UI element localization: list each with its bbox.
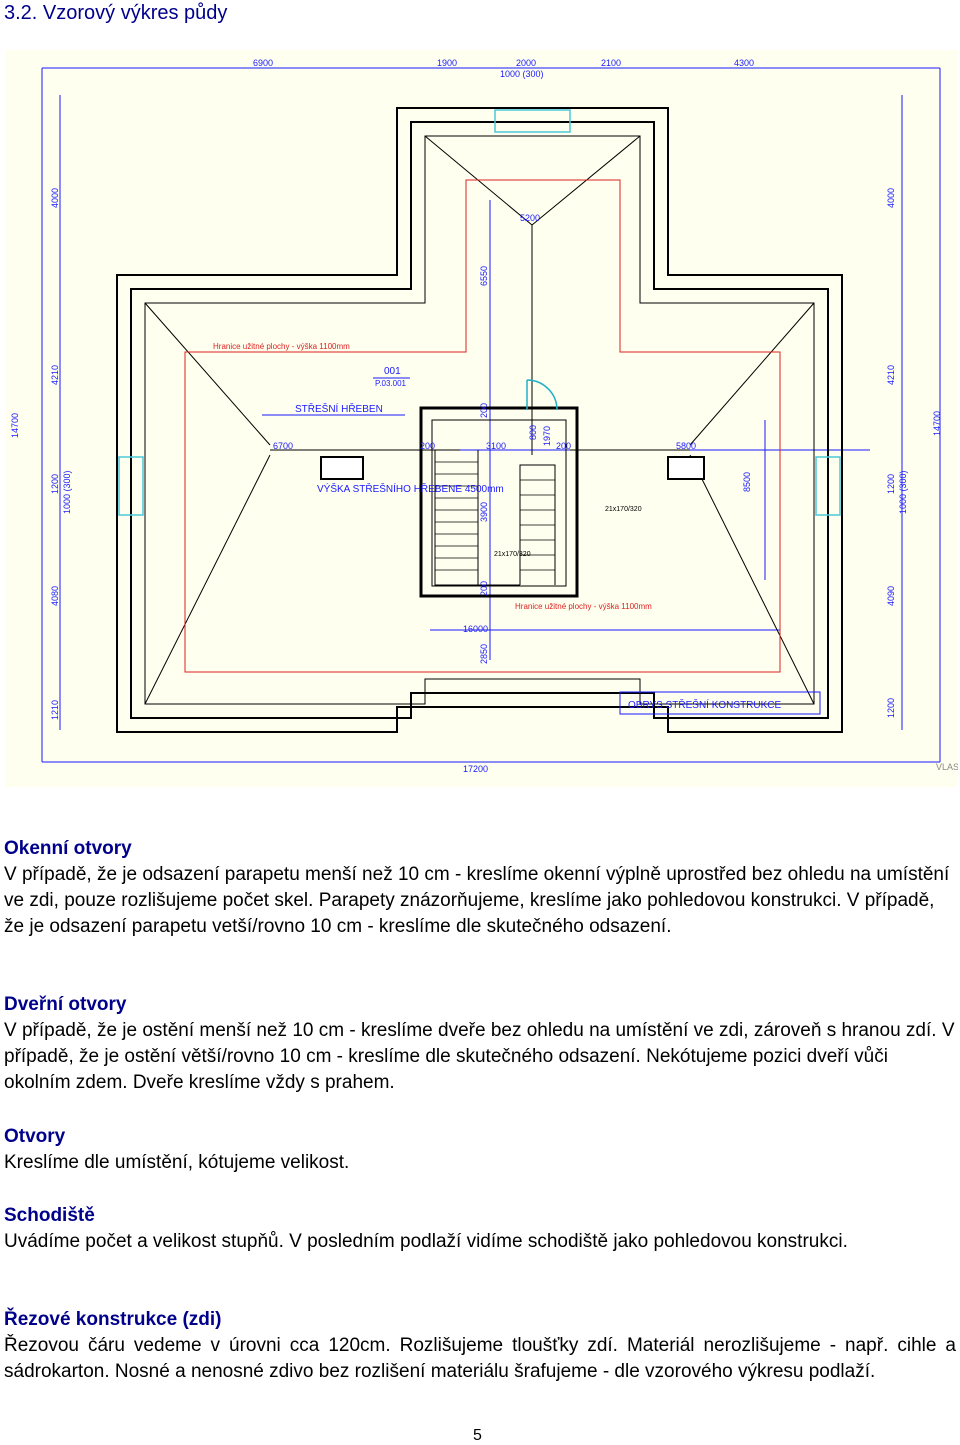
dim-2850: 2850: [479, 644, 489, 664]
right-dim-6: 4090: [886, 586, 896, 606]
top-dim-4: 1000 (300): [500, 69, 544, 79]
dim-200-d: 200: [479, 581, 489, 596]
top-dim-3: 2000: [516, 58, 536, 68]
section-title: Otvory: [4, 1126, 66, 1147]
dim-6550: 6550: [479, 266, 489, 286]
usable-area-label-top: Hranice užitné plochy - výška 1100mm: [213, 342, 350, 351]
dim-200-a: 200: [420, 441, 435, 451]
right-dim-7: 1200: [886, 698, 896, 718]
left-dim-6: 4080: [50, 586, 60, 606]
door-ref: P.03.001: [375, 379, 407, 388]
usable-area-label-bottom: Hranice užitné plochy - výška 1100mm: [515, 602, 652, 611]
top-dim-6: 4300: [734, 58, 754, 68]
section-title: Řezové konstrukce (zdi): [4, 1309, 222, 1330]
page-heading: 3.2. Vzorový výkres půdy: [4, 2, 228, 24]
stairs-label-2: 21x170/320: [494, 551, 531, 558]
dim-6700: 6700: [273, 441, 293, 451]
section-window-openings: Okenní otvory V případě, že je odsazení …: [4, 836, 956, 940]
ridge-height-label: VÝŠKA STŘEŠNÍHO HŘEBENE 4500mm: [317, 482, 504, 495]
section-door-openings: Dveřní otvory V případě, že je ostění me…: [4, 992, 956, 1096]
roof-outline-label: OBRYS STŘEŠNÍ KONSTRUKCE: [628, 698, 782, 711]
page-number: 5: [473, 1427, 482, 1444]
left-dim-4: 1200: [50, 474, 60, 494]
right-dim-2: 4210: [886, 365, 896, 385]
left-dim-5: 1000 (300): [62, 470, 72, 514]
dim-5200: 5200: [520, 213, 540, 223]
dim-3900: 3900: [479, 502, 489, 522]
section-title: Schodiště: [4, 1205, 95, 1226]
section-staircase: Schodiště Uvádíme počet a velikost stupň…: [4, 1203, 956, 1255]
dim-200-b: 200: [556, 441, 571, 451]
section-text: Řezovou čáru vedeme v úrovni cca 120cm. …: [4, 1335, 956, 1382]
dim-3100: 3100: [486, 441, 506, 451]
corner-mark: VLAS: [936, 762, 958, 772]
right-dim-1: 4000: [886, 188, 896, 208]
section-title: Okenní otvory: [4, 838, 132, 859]
dim-1970: 1970: [542, 426, 552, 446]
top-dim-1: 6900: [253, 58, 273, 68]
top-dim-5: 2100: [601, 58, 621, 68]
section-cut-structures: Řezové konstrukce (zdi) Řezovou čáru ved…: [4, 1307, 956, 1385]
section-openings: Otvory Kreslíme dle umístění, kótujeme v…: [4, 1124, 956, 1176]
stairs-label-1: 21x170/320: [605, 506, 642, 513]
section-text: V případě, že je ostění menší než 10 cm …: [4, 1020, 955, 1093]
ridge-label: STŘEŠNÍ HŘEBEN: [295, 402, 383, 415]
right-dim-4: 1200: [886, 474, 896, 494]
left-dim-1: 4000: [50, 188, 60, 208]
dim-5800: 5800: [676, 441, 696, 451]
dim-16000: 16000: [463, 624, 488, 634]
attic-floor-plan: 6900 1900 2000 1000 (300) 2100 4300 1720…: [5, 50, 958, 787]
door-id: 001: [384, 366, 401, 377]
right-dim-3: 14700: [932, 411, 942, 436]
dim-200-c: 200: [479, 403, 489, 418]
section-text: V případě, že je odsazení parapetu menší…: [4, 864, 950, 937]
right-dim-5: 1000 (300): [898, 470, 908, 514]
section-text: Kreslíme dle umístění, kótujeme velikost…: [4, 1152, 350, 1173]
section-title: Dveřní otvory: [4, 994, 127, 1015]
dim-800: 800: [528, 425, 538, 440]
left-dim-7: 1210: [50, 700, 60, 720]
top-dim-2: 1900: [437, 58, 457, 68]
section-text: Uvádíme počet a velikost stupňů. V posle…: [4, 1231, 848, 1252]
left-dim-2: 4210: [50, 365, 60, 385]
dim-8500: 8500: [742, 472, 752, 492]
left-dim-3: 14700: [10, 413, 20, 438]
bottom-dim: 17200: [463, 764, 488, 774]
